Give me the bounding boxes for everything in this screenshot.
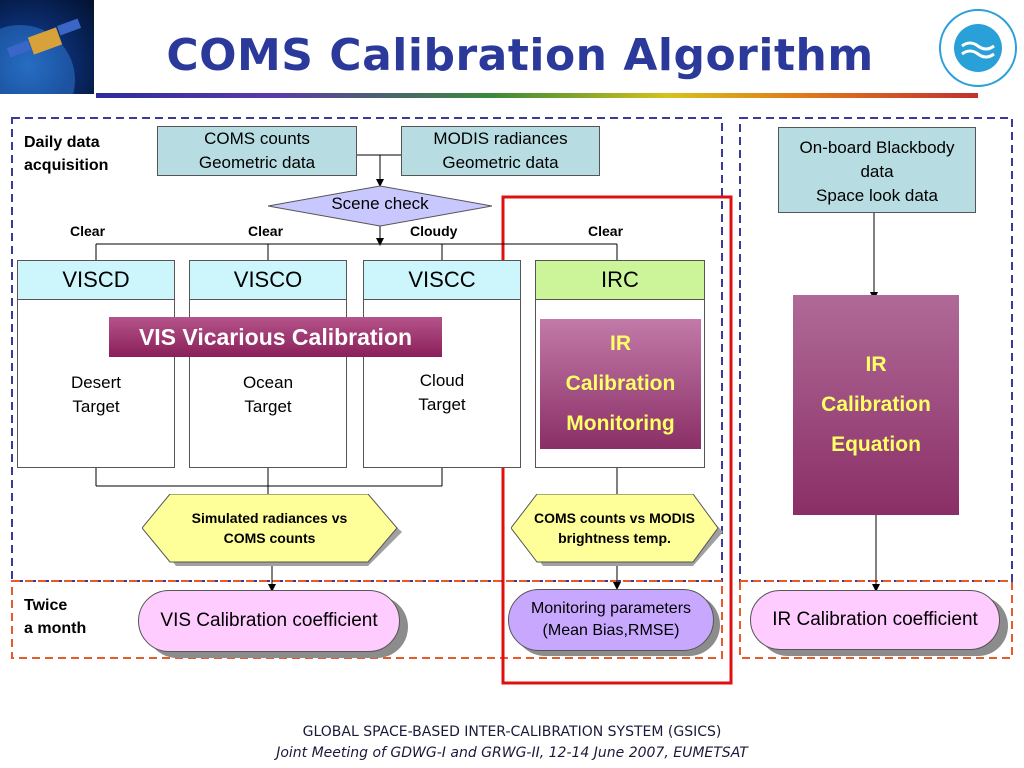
branch-label-clear-2: Clear (248, 223, 284, 239)
ir-calibration-monitoring-box: IR Calibration Monitoring (540, 319, 701, 449)
onboard-blackbody-box: On-board Blackbody data Space look data (778, 127, 976, 213)
satellite-image (0, 0, 94, 94)
page-title: COMS Calibration Algorithm (166, 30, 874, 81)
scene-check-diamond: Scene check (268, 185, 492, 227)
branch-label-clear-3: Clear (588, 223, 624, 239)
title-underline (96, 93, 978, 98)
satellite-icon (0, 18, 82, 94)
viscd-header: VISCD (17, 260, 175, 300)
footer-line-1: GLOBAL SPACE-BASED INTER-CALIBRATION SYS… (302, 724, 722, 740)
branch-label-cloudy: Cloudy (410, 223, 458, 239)
twice-a-month-label: Twice a month (24, 597, 87, 637)
vis-calibration-coefficient-pill: VIS Calibration coefficient (138, 590, 400, 652)
viscc-header: VISCC (363, 260, 521, 300)
kma-logo-icon (939, 9, 1017, 87)
daily-acquisition-label: Daily data acquisition (24, 134, 109, 174)
footer-line-2: Joint Meeting of GDWG-I and GRWG-II, 12-… (276, 745, 748, 761)
vis-vicarious-banner: VIS Vicarious Calibration (109, 317, 442, 357)
branch-label-clear-1: Clear (70, 223, 106, 239)
kma-logo (938, 6, 1018, 90)
modis-input-box: MODIS radiances Geometric data (401, 126, 600, 176)
coms-input-box: COMS counts Geometric data (157, 126, 357, 176)
irc-header: IRC (535, 260, 705, 300)
monitoring-parameters-pill: Monitoring parameters (Mean Bias,RMSE) (508, 589, 714, 651)
ir-calibration-coefficient-pill: IR Calibration coefficient (750, 590, 1000, 650)
visco-header: VISCO (189, 260, 347, 300)
ir-calibration-equation-box: IR Calibration Equation (793, 295, 959, 515)
